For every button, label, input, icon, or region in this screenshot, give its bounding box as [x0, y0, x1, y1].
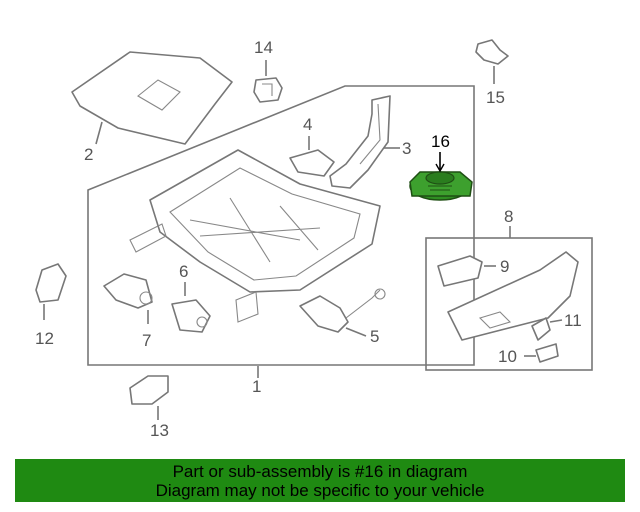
part-11-cap[interactable] [531, 317, 551, 341]
callout-9[interactable]: 9 [500, 257, 509, 276]
callout-7[interactable]: 7 [142, 331, 151, 350]
part-9-switch-knob[interactable] [437, 255, 483, 287]
part-7-motor[interactable] [103, 273, 153, 309]
callout-6[interactable]: 6 [179, 262, 188, 281]
leader-5 [345, 327, 367, 337]
banner-line-1: Part or sub-assembly is #16 in diagram [172, 461, 468, 481]
callout-10[interactable]: 10 [498, 347, 517, 366]
banner-line-2: Diagram may not be specific to your vehi… [155, 480, 485, 500]
callout-14[interactable]: 14 [254, 38, 273, 57]
callout-16[interactable]: 16 [431, 132, 450, 151]
callout-3[interactable]: 3 [402, 139, 411, 158]
part-2-cushion-pad[interactable] [71, 51, 233, 145]
part-10-cap[interactable] [535, 343, 559, 363]
callout-13[interactable]: 13 [150, 421, 169, 440]
part-5-motor-cable[interactable] [299, 288, 386, 333]
seat-frame[interactable] [129, 149, 381, 323]
part-16-highlighted[interactable] [409, 171, 473, 201]
part-15-clip[interactable] [475, 39, 509, 65]
seat-frame-outline [87, 85, 475, 366]
leader-11 [549, 319, 563, 323]
part-3-lever[interactable] [329, 95, 391, 189]
sub-assembly-8-box [425, 237, 593, 371]
part-14-bracket[interactable] [253, 77, 283, 103]
leader-2 [95, 121, 103, 145]
part-6-motor[interactable] [171, 299, 211, 333]
part-13-bracket[interactable] [129, 375, 169, 405]
info-banner: Part or sub-assembly is #16 in diagram D… [15, 459, 625, 502]
callout-12[interactable]: 12 [35, 329, 54, 348]
callout-11[interactable]: 11 [564, 311, 582, 330]
callout-2[interactable]: 2 [84, 145, 93, 164]
callout-1[interactable]: 1 [252, 377, 261, 396]
callout-5[interactable]: 5 [370, 327, 379, 346]
part-4-cover[interactable] [289, 149, 335, 177]
callout-4[interactable]: 4 [303, 115, 312, 134]
callout-8[interactable]: 8 [504, 207, 513, 226]
arrow-16-icon [435, 163, 445, 173]
callout-15[interactable]: 15 [486, 88, 505, 107]
part-12-cover[interactable] [35, 263, 67, 303]
